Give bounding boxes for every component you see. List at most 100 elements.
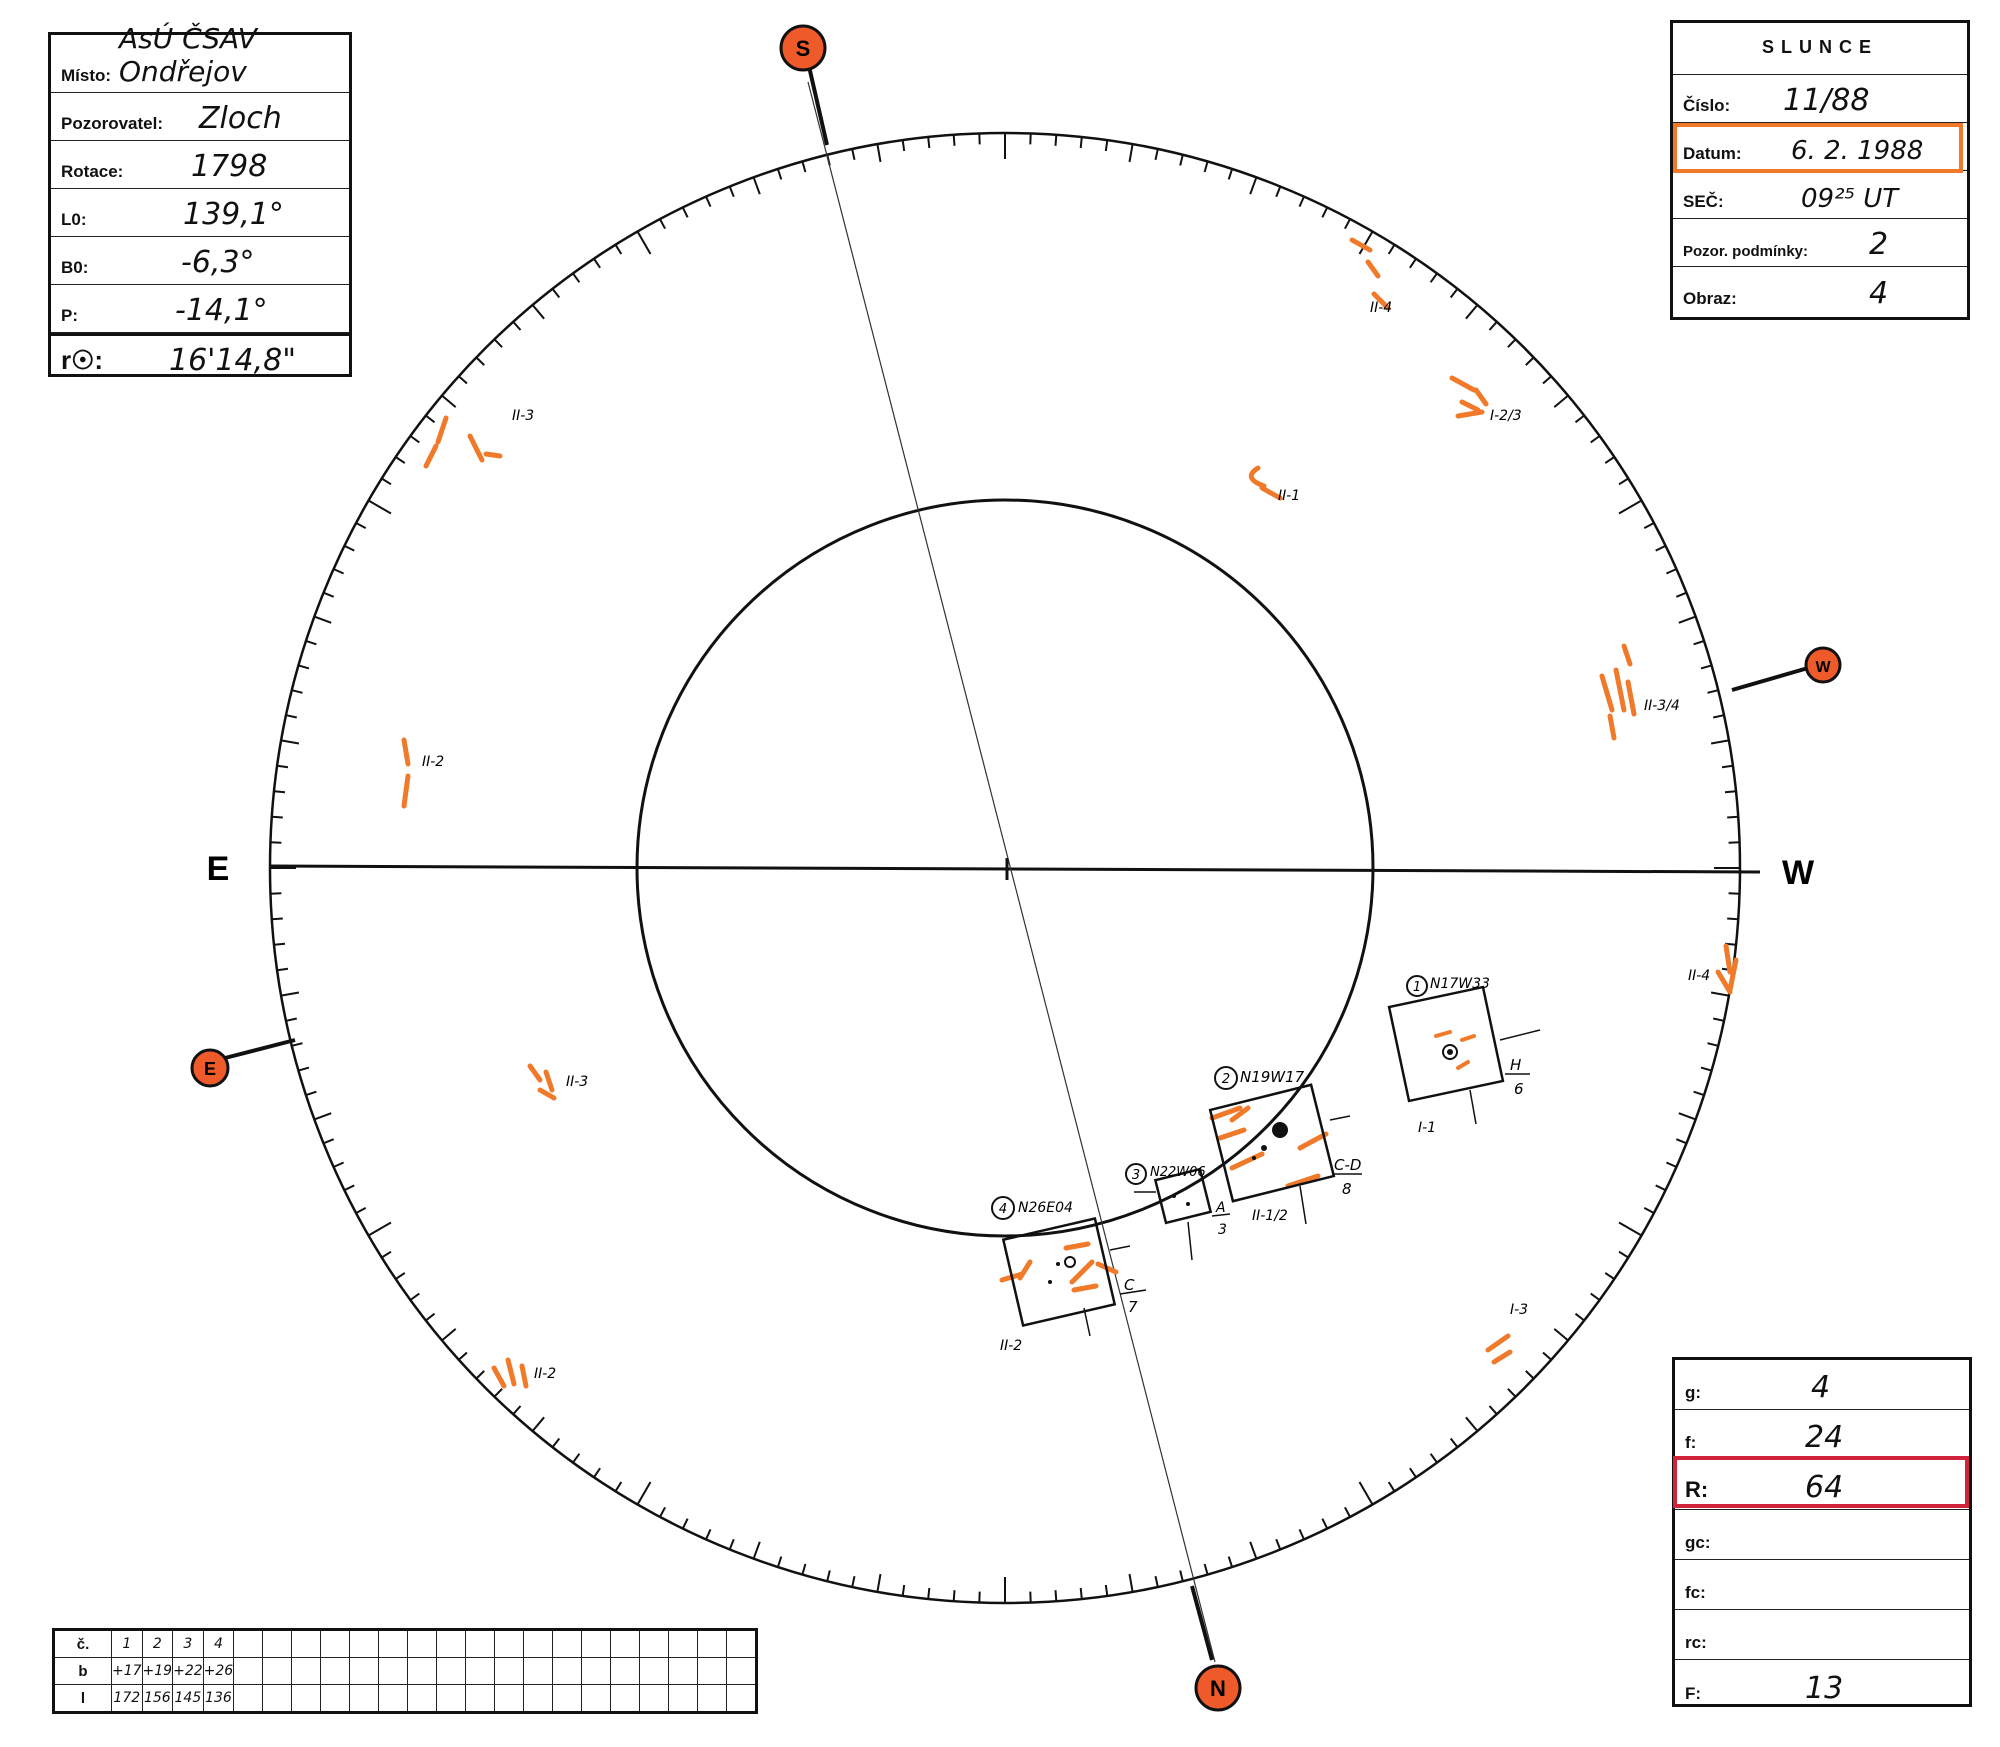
degree-tick [1643,522,1655,529]
compass-marker-s: S [779,24,827,72]
facula-ii-4-w [1715,943,1739,995]
degree-tick [425,1312,436,1322]
degree-tick [285,1017,298,1022]
table-cell [233,1629,264,1658]
sunspot-group-3: 3 N22W06 A 3 [1125,1163,1231,1261]
table-cell [465,1629,496,1658]
facula-label: II-4 [1370,300,1392,316]
pozorovatel-row: Pozorovatel: Zloch [51,93,349,141]
degree-tick [551,288,561,299]
degree-tick [313,1112,332,1121]
degree-tick [851,1575,856,1588]
degree-tick [705,1528,712,1540]
group-1-note: I-1 [1418,1120,1436,1136]
pozor-label: Pozor. podmínky: [1683,243,1809,260]
faculae [401,237,1739,1389]
degree-tick [343,1184,355,1192]
facula-ii-4-top [1349,237,1391,311]
datum-highlight-frame [1673,123,1963,173]
degree-tick [343,544,355,552]
group-4-note: II-2 [1000,1338,1022,1354]
pozorovatel-label: Pozorovatel: [61,114,164,133]
table-cell: 3 [172,1629,204,1658]
degree-tick [1488,321,1498,331]
table-row-head: b [53,1657,112,1685]
table-cell [610,1657,641,1685]
table-cell [668,1629,699,1658]
F-value: 13 [1805,1671,1844,1706]
degree-tick [1321,206,1329,218]
gc-row: gc: [1675,1510,1969,1560]
table-cell: +19 [141,1657,174,1685]
compass-e-text: E [204,1059,216,1079]
p-label: P: [61,306,78,325]
table-cell [668,1657,699,1685]
table-cell [436,1684,467,1713]
degree-tick [1429,1453,1438,1464]
sec-value: 09²⁵ UT [1801,184,1899,214]
rotace-row: Rotace: 1798 [51,141,349,189]
table-cell [639,1629,670,1658]
degree-tick [1079,136,1083,149]
degree-tick [1179,1570,1184,1582]
table-cell [262,1629,293,1658]
R-label: R: [1685,1477,1709,1502]
facula-ii-3-low [491,1357,529,1389]
degree-tick [281,739,300,745]
table-cell [465,1684,496,1713]
degree-tick [1542,375,1552,385]
degree-tick [927,1587,931,1600]
table-cell [436,1657,467,1685]
facula-ii-3-top [423,415,503,469]
degree-tick [305,1090,317,1097]
degree-tick [1721,764,1733,769]
degree-tick [1449,288,1459,299]
F-row: F: 13 [1675,1660,1969,1710]
degree-tick [355,522,367,529]
radius-row: r☉: 16'14,8" [51,333,349,382]
degree-tick [801,161,807,173]
facula-ii-2-low [527,1063,557,1101]
degree-tick [659,1506,666,1518]
degree-tick [1712,714,1725,719]
g-value: 4 [1811,1370,1831,1405]
degree-tick [1128,144,1134,163]
degree-tick [323,591,335,598]
group-4-spots: 7 [1128,1298,1138,1316]
degree-tick [1655,1184,1667,1192]
table-cell [494,1657,525,1685]
e-pointer-line [224,1038,296,1060]
rc-row: rc: [1675,1610,1969,1660]
table-cell [726,1684,758,1713]
degree-tick [1643,1207,1655,1214]
p-value: -14,1° [175,293,268,328]
degree-tick [776,1556,783,1568]
degree-tick [851,148,856,161]
group-4-coord: N26E04 [1018,1200,1073,1216]
p-row: P: -14,1° [51,285,349,333]
facula-i-23 [1449,375,1489,419]
degree-tick [1710,739,1729,745]
axis-stub-n [1190,1585,1214,1661]
cislo-value: 11/88 [1783,83,1870,118]
degree-tick [1590,435,1601,444]
degree-tick [901,140,906,152]
table-cell [233,1657,264,1685]
west-label: W [1782,854,1815,892]
degree-tick [1678,1112,1697,1121]
degree-tick [381,477,392,486]
degree-tick [298,1066,310,1072]
facula-label: II-2 [422,754,444,770]
degree-tick [1154,148,1159,161]
sunspot-group-2: 2 N19W17 C-D 8 II-1/2 [1208,1066,1362,1225]
degree-tick [776,168,783,180]
degree-tick [333,568,345,575]
facula-label: I-3 [1510,1302,1528,1318]
table-row: l 172 156 145 136 [53,1684,758,1713]
degree-tick [1675,1138,1687,1145]
degree-tick [927,136,931,149]
table-cell [697,1657,728,1685]
degree-tick [1128,1573,1134,1592]
table-cell [639,1684,670,1713]
degree-tick [1465,304,1479,320]
